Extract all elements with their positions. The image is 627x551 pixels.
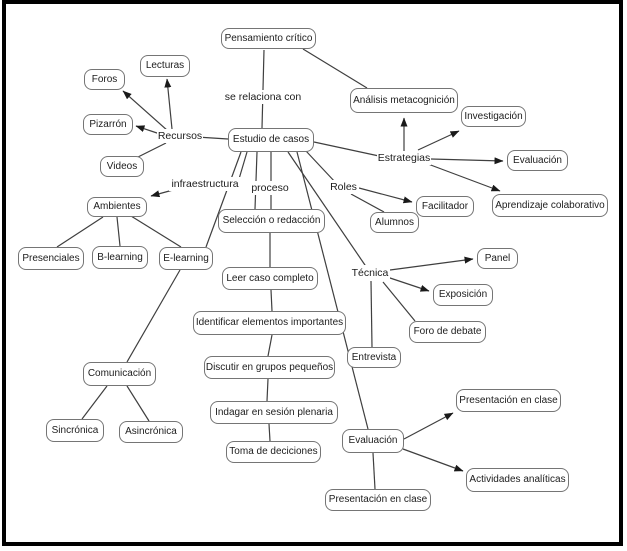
- edge-estudio-de-casos-to-infraestructura: [238, 151, 248, 180]
- edge-estudio-de-casos-to-roles: [305, 150, 337, 184]
- concept-node-presentacion-en-clase-bottom[interactable]: Presentación en clase: [325, 489, 431, 511]
- edge-e-learning-to-comunicacion: [126, 269, 181, 363]
- edge-recursos-to-pizarron: [135, 125, 161, 135]
- edge-evaluacion-bottom-to-presentacion-en-clase-bottom: [372, 452, 376, 490]
- edge-identificar-to-discutir: [267, 334, 273, 357]
- concept-node-asincronica[interactable]: Asincrónica: [119, 421, 183, 443]
- concept-node-toma-de-deciciones[interactable]: Toma de deciciones: [226, 441, 321, 463]
- edge-tecnica-to-foro-de-debate: [382, 281, 416, 322]
- link-label-infraestructura[interactable]: infraestructura: [169, 177, 241, 191]
- concept-node-actividades-analiticas[interactable]: Actividades analíticas: [466, 468, 569, 492]
- concept-node-discutir[interactable]: Discutir en grupos pequeños: [204, 356, 335, 379]
- edge-estrategias-to-evaluacion-right: [430, 157, 504, 165]
- edge-leer-caso-to-identificar: [270, 289, 273, 312]
- edge-tecnica-to-panel: [389, 256, 474, 271]
- concept-node-aprendizaje-colaborativo[interactable]: Aprendizaje colaborativo: [492, 194, 608, 217]
- concept-node-entrevista[interactable]: Entrevista: [347, 347, 401, 368]
- link-label-se-relaciona-con[interactable]: se relaciona con: [224, 90, 302, 104]
- edge-estudio-de-casos-to-estrategias: [313, 141, 380, 157]
- edge-estudio-de-casos-to-seleccion: [254, 151, 258, 210]
- concept-node-b-learning[interactable]: B-learning: [92, 246, 148, 269]
- edge-discutir-to-indagar: [266, 378, 269, 402]
- edge-recursos-to-videos: [137, 142, 167, 158]
- concept-node-alumnos[interactable]: Alumnos: [370, 212, 419, 233]
- edge-recursos-to-lecturas: [164, 78, 173, 130]
- concept-node-exposicion[interactable]: Exposición: [433, 284, 493, 306]
- concept-node-leer-caso[interactable]: Leer caso completo: [222, 267, 318, 290]
- concept-node-evaluacion-right[interactable]: Evaluación: [507, 150, 568, 171]
- concept-node-analisis-metacognicion[interactable]: Análisis metacognición: [350, 88, 458, 113]
- concept-node-estudio-de-casos[interactable]: Estudio de casos: [228, 128, 314, 152]
- link-label-estrategias[interactable]: Estrategias: [377, 151, 431, 165]
- concept-node-ambientes[interactable]: Ambientes: [87, 197, 147, 217]
- concept-node-panel[interactable]: Panel: [477, 248, 518, 269]
- concept-node-lecturas[interactable]: Lecturas: [140, 55, 190, 77]
- edge-estudio-de-casos-to-pensamiento-critico: [261, 49, 265, 129]
- concept-node-presentacion-en-clase-right[interactable]: Presentación en clase: [456, 389, 561, 412]
- concept-node-evaluacion-bottom[interactable]: Evaluación: [342, 429, 404, 453]
- edge-comunicacion-to-sincronica: [81, 385, 108, 420]
- edge-pensamiento-critico-to-analisis-metacognicion: [302, 48, 368, 89]
- concept-node-videos[interactable]: Videos: [100, 156, 144, 177]
- edge-estrategias-to-investigacion: [417, 130, 460, 151]
- concept-node-presenciales[interactable]: Presenciales: [18, 247, 84, 270]
- concept-node-seleccion[interactable]: Selección o redacción: [218, 209, 325, 233]
- edge-ambientes-to-presenciales: [56, 216, 104, 248]
- edge-ambientes-to-e-learning: [130, 215, 182, 248]
- concept-node-facilitador[interactable]: Facilitador: [416, 196, 474, 217]
- link-label-tecnica[interactable]: Técnica: [350, 265, 390, 281]
- concept-node-comunicacion[interactable]: Comunicación: [83, 362, 156, 386]
- edge-evaluacion-bottom-to-presentacion-en-clase-right: [403, 412, 454, 440]
- edge-roles-to-facilitador: [358, 187, 413, 204]
- concept-node-foro-de-debate[interactable]: Foro de debate: [409, 321, 486, 343]
- edge-estudio-de-casos-to-evaluacion-bottom: [296, 151, 369, 430]
- edge-infraestructura-to-ambientes: [150, 189, 174, 198]
- concept-node-foros[interactable]: Foros: [84, 69, 125, 90]
- link-label-proceso[interactable]: proceso: [250, 181, 290, 195]
- link-label-recursos[interactable]: Recursos: [157, 129, 203, 143]
- concept-node-pensamiento-critico[interactable]: Pensamiento crítico: [221, 28, 316, 49]
- edge-recursos-to-foros: [122, 90, 169, 132]
- concept-node-e-learning[interactable]: E-learning: [159, 247, 213, 270]
- concept-node-investigacion[interactable]: Investigación: [461, 106, 526, 127]
- concept-node-identificar[interactable]: Identificar elementos importantes: [193, 311, 346, 335]
- edge-comunicacion-to-asincronica: [126, 385, 150, 422]
- edge-estudio-de-casos-to-tecnica: [287, 151, 368, 269]
- edge-estudio-de-casos-to-e-learning: [205, 151, 242, 248]
- concept-node-indagar[interactable]: Indagar en sesión plenaria: [210, 401, 338, 424]
- edge-tecnica-to-entrevista: [370, 280, 373, 348]
- edge-ambientes-to-b-learning: [116, 216, 121, 247]
- edge-evaluacion-bottom-to-actividades-analiticas: [402, 448, 464, 472]
- edge-estrategias-to-aprendizaje-colaborativo: [427, 163, 501, 192]
- concept-node-sincronica[interactable]: Sincrónica: [46, 419, 104, 442]
- edge-tecnica-to-exposicion: [386, 276, 430, 292]
- concept-node-pizarron[interactable]: Pizarrón: [83, 114, 133, 135]
- link-label-roles[interactable]: Roles: [328, 180, 359, 194]
- edge-indagar-to-toma-de-deciciones: [268, 423, 271, 442]
- edge-roles-to-alumnos: [350, 193, 385, 213]
